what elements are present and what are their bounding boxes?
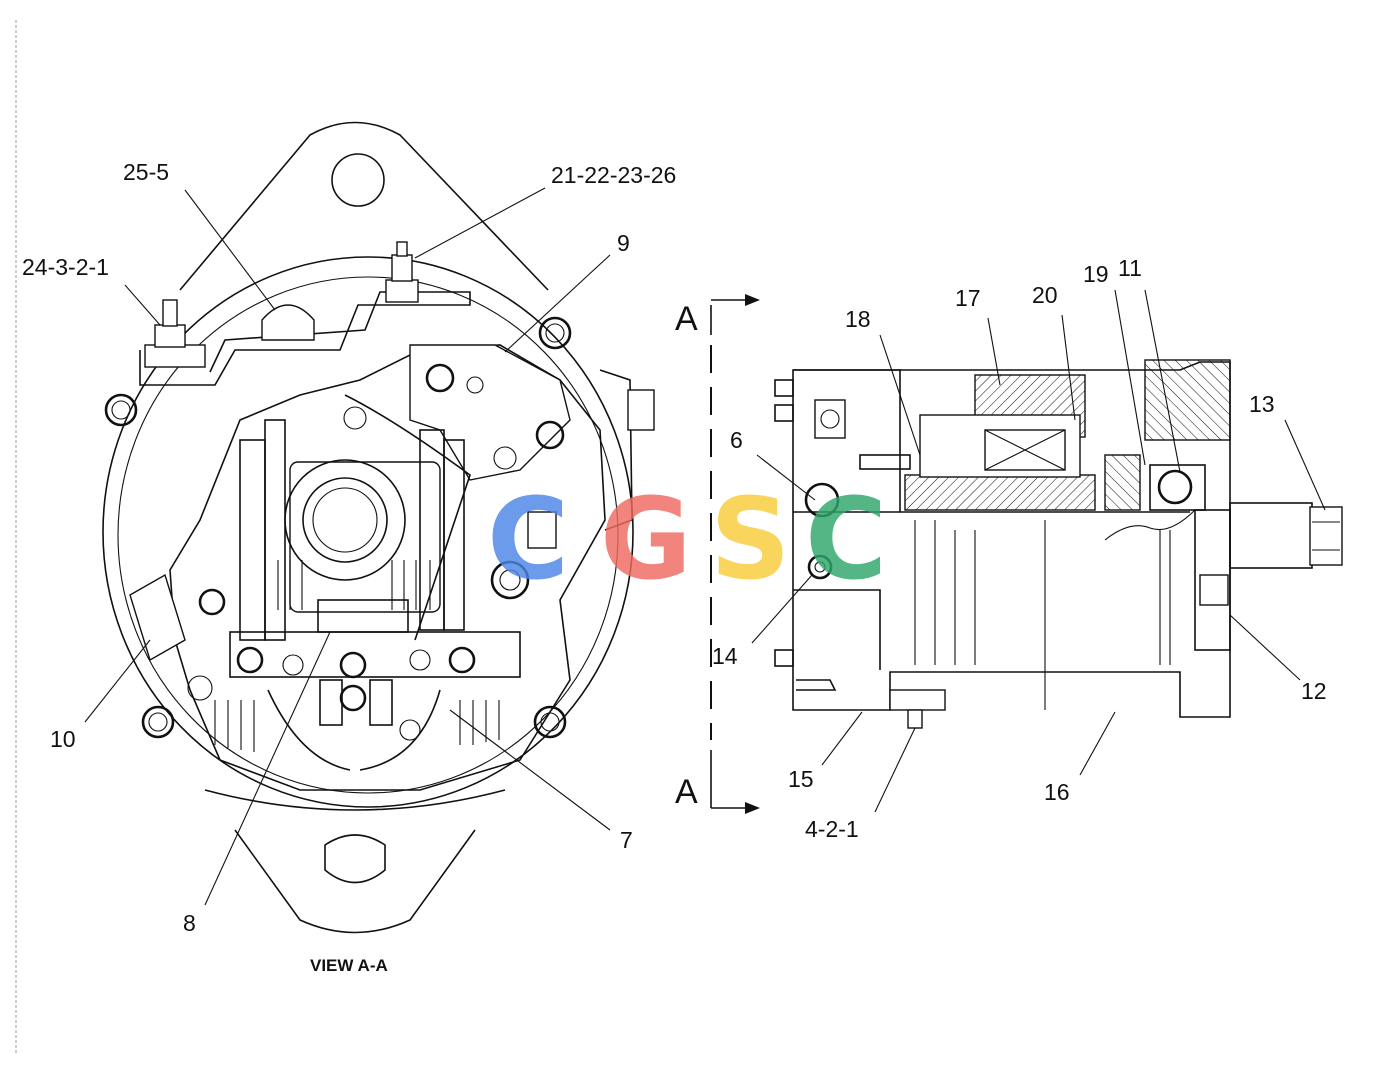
leader-lines — [84, 187, 1326, 906]
callout-21-22-23-26: 21-22-23-26 — [551, 162, 676, 188]
section-marker-top: A — [675, 300, 698, 338]
watermark-letter: C — [487, 475, 569, 605]
callout-17: 17 — [955, 285, 981, 311]
callout-12: 12 — [1301, 678, 1327, 704]
callout-19: 19 — [1083, 261, 1109, 287]
callout-4-2-1: 4-2-1 — [805, 816, 859, 842]
watermark-letter: S — [710, 475, 791, 605]
callout-10: 10 — [50, 726, 76, 752]
callout-7: 7 — [620, 827, 633, 853]
section-view — [774, 359, 1343, 729]
watermark-letter: G — [600, 475, 692, 605]
watermark-letter: C — [805, 475, 887, 605]
end-view-a-a — [102, 121, 655, 934]
callout-11: 11 — [1118, 255, 1142, 281]
callout-18: 18 — [845, 306, 871, 332]
callout-15: 15 — [788, 766, 814, 792]
callout-25-5: 25-5 — [123, 159, 169, 185]
callout-24-3-2-1: 24-3-2-1 — [22, 254, 109, 280]
callout-13: 13 — [1249, 391, 1275, 417]
callout-labels: 25-5 21-22-23-26 24-3-2-1 9 10 7 8 18 17… — [22, 159, 1327, 936]
callout-8: 8 — [183, 910, 196, 936]
watermark: C G S C — [487, 475, 887, 605]
section-cut-line — [710, 294, 760, 814]
callout-6: 6 — [730, 427, 743, 453]
callout-9: 9 — [617, 230, 630, 256]
callout-14: 14 — [712, 643, 738, 669]
callout-20: 20 — [1032, 282, 1058, 308]
section-marker-bottom: A — [675, 773, 698, 811]
view-title: VIEW A-A — [310, 956, 388, 975]
callout-16: 16 — [1044, 779, 1070, 805]
